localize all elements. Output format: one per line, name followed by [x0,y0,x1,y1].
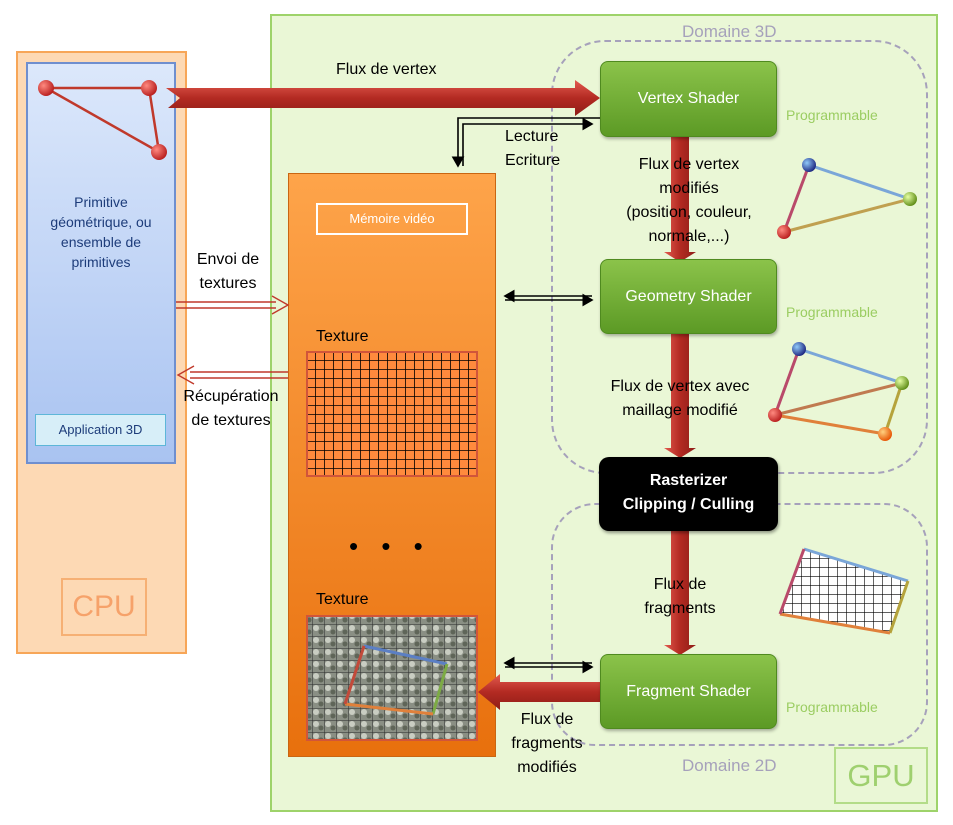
programmable-label-geometry: Programmable [786,304,878,320]
fragments-modified-line-2: fragments [511,735,583,752]
write-arrow [462,117,594,166]
vertex-triangle [777,158,917,239]
fragments-modified-label: Flux de fragments modifiés [502,708,592,780]
texture-1-image [306,351,478,477]
retrieve-textures-line-2: de textures [191,412,271,429]
gpu-label: GPU [834,747,928,804]
fragments-arrow [664,531,696,655]
cpu-label: CPU [61,578,147,636]
vertex-modified-label: Flux de vertex modifiés (position, coule… [596,153,782,249]
fragments-modified-line-3: modifiés [517,759,577,776]
vertex-modified-line-4: normale,...) [648,228,730,245]
application-3d-label: Application 3D [35,414,166,446]
retrieve-textures-label: Récupération de textures [176,385,286,433]
read-write-label: Lecture Ecriture [505,125,571,173]
cpu-application-panel [26,62,176,464]
fragment-shader-node: Fragment Shader [600,654,777,729]
vertex-modified-line-1: Flux de vertex [638,156,740,173]
send-textures-label: Envoi de textures [186,248,270,296]
ellipsis: • • • [349,531,431,561]
rasterizer-line-2: Clipping / Culling [622,496,755,513]
vertex-modified-arrow [664,137,696,262]
domain-2d-label: Domaine 2D [682,756,777,775]
programmable-label-vertex: Programmable [786,107,878,123]
send-textures-line-2: textures [199,275,257,292]
fragments-line-2: fragments [644,600,716,617]
vertex-flow-arrow [166,80,600,116]
send-textures-line-1: Envoi de [196,251,260,268]
fragments-modified-arrow [478,674,600,710]
texture-2-overlay [343,644,449,716]
primitive-description: Primitive géométrique, ou ensemble de pr… [50,194,152,270]
retrieve-textures-line-1: Récupération [183,388,279,405]
write-label: Ecriture [505,152,561,169]
texture-1-title: Texture [316,328,369,345]
vertex-modified-line-3: (position, couleur, [626,204,752,221]
rasterizer-line-1: Rasterizer [649,472,728,489]
fragments-flow-label: Flux de fragments [637,573,723,621]
vertex-shader-node: Vertex Shader [600,61,777,137]
mesh-modified-label: Flux de vertex avec maillage modifié [590,375,770,423]
read-label: Lecture [505,128,559,145]
read-arrow [451,117,600,168]
texture-2-image [306,615,478,741]
cpu-triangle [38,80,167,160]
geometry-quad [768,342,909,441]
vertex-modified-line-2: modifiés [659,180,719,197]
mesh-modified-line-2: maillage modifié [622,402,738,419]
fragment-quad [778,547,910,635]
mesh-modified-line-1: Flux de vertex avec [610,378,750,395]
vertex-flow-label: Flux de vertex [336,61,437,78]
programmable-label-fragment: Programmable [786,699,878,715]
video-memory-label: Mémoire vidéo [316,203,468,235]
texture-2-title: Texture [316,591,369,608]
texture-transfer-arrows [176,295,290,385]
geometry-shader-node: Geometry Shader [600,259,777,334]
mesh-modified-arrow [664,334,696,458]
fragments-modified-line-1: Flux de [520,711,574,728]
domain-3d-label: Domaine 3D [682,22,777,41]
fragments-line-1: Flux de [653,576,707,593]
rasterizer-node: Rasterizer Clipping / Culling [599,457,778,531]
